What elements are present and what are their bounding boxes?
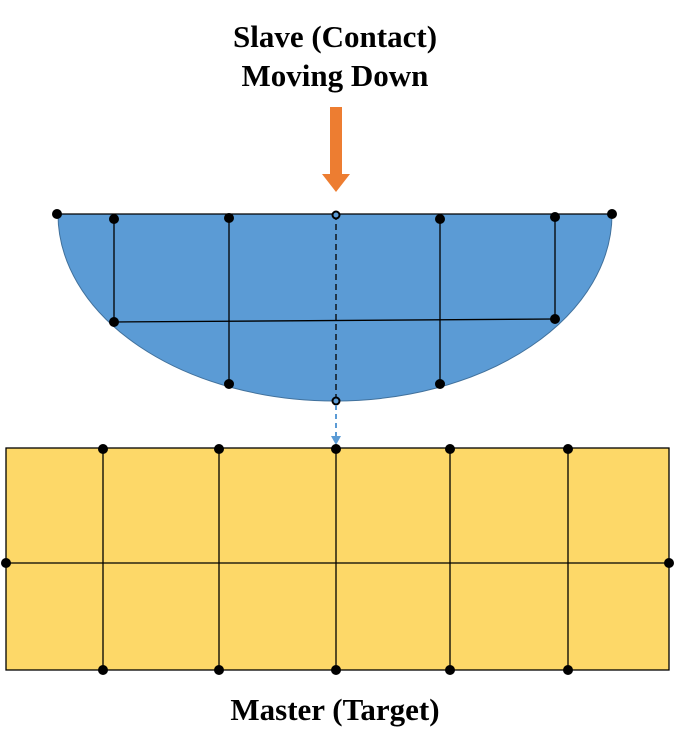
slave-label-line2: Moving Down (242, 58, 429, 93)
slave-label-line1: Slave (Contact) (233, 19, 437, 54)
master-node (563, 665, 573, 675)
slave-node (435, 214, 445, 224)
master-label: Master (Target) (230, 692, 439, 727)
slave-node (109, 214, 119, 224)
master-node (98, 444, 108, 454)
master-node (445, 444, 455, 454)
slave-node (224, 213, 234, 223)
master-node (331, 665, 341, 675)
master-mesh (6, 448, 669, 670)
master-node (214, 665, 224, 675)
master-node (331, 444, 341, 454)
master-node (664, 558, 674, 568)
slave-node (607, 209, 617, 219)
slave-center-nodes (331, 210, 341, 406)
master-nodes (1, 444, 674, 675)
slave-node (550, 212, 560, 222)
slave-node (224, 379, 234, 389)
master-node (214, 444, 224, 454)
slave-node (435, 379, 445, 389)
slave-node (52, 209, 62, 219)
slave-nodes (52, 209, 617, 389)
projection-arrow (331, 405, 341, 445)
slave-center-node-top (331, 210, 341, 220)
slave-body (57, 213, 613, 402)
master-node (563, 444, 573, 454)
master-node (445, 665, 455, 675)
slave-node (550, 314, 560, 324)
slave-node (109, 317, 119, 327)
master-body (5, 447, 670, 671)
master-node (98, 665, 108, 675)
moving-down-arrow (322, 107, 350, 192)
slave-mid-line (113, 318, 556, 323)
master-node (1, 558, 11, 568)
slave-center-node-bottom (331, 396, 341, 406)
